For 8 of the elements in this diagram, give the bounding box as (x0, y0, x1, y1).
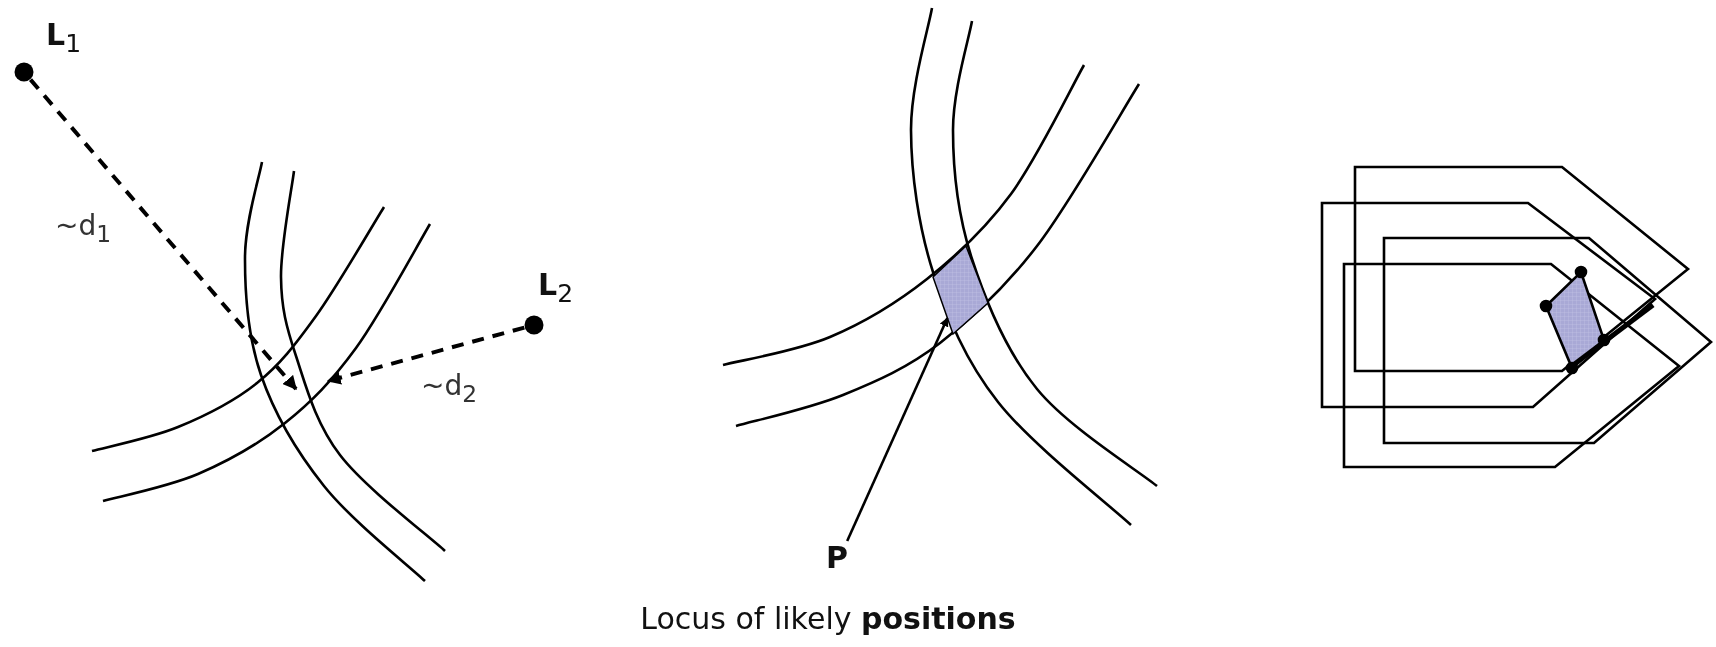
shaded-region (932, 244, 989, 336)
leader-line (846, 317, 949, 542)
point-label: L$_{1}$ (46, 20, 82, 56)
callout-label: P (826, 543, 848, 573)
caption: Locus of likely positions (639, 604, 1017, 634)
point-label: L$_{2}$ (538, 270, 574, 306)
dashed-line (29, 78, 298, 391)
dashed-line (326, 325, 525, 385)
